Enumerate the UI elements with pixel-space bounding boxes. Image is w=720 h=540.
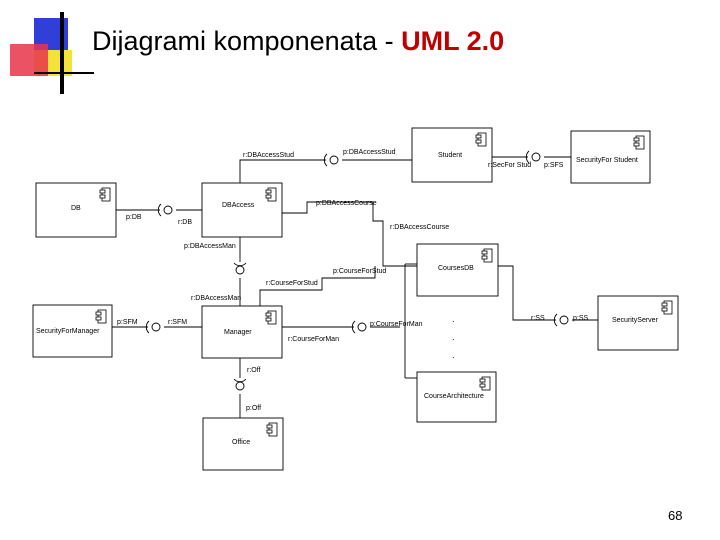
port-r-ss: r:SS	[531, 315, 545, 322]
title-accent: UML 2.0	[401, 26, 505, 56]
port-r-course-for-stud: r:CourseForStud	[266, 280, 318, 287]
interface-symbols	[145, 150, 569, 391]
deco-red-square	[10, 44, 48, 76]
ellipsis-dot-1: .	[452, 314, 455, 324]
component-manager-label: Manager	[224, 329, 252, 336]
component-office-label: Office	[232, 439, 250, 446]
port-p-db-access-course: p:DBAccessCourse	[316, 200, 377, 207]
component-db-access-label: DBAccess	[222, 202, 255, 209]
port-p-sfm: p:SFM	[117, 319, 138, 326]
port-r-db-access-man: r:DBAccessMan	[191, 295, 241, 302]
port-p-course-for-stud: p:CourseForStud	[333, 268, 386, 275]
component-db-label: DB	[71, 205, 81, 212]
component-course-architecture: CourseArchitecture	[416, 371, 497, 423]
component-security-for-student: SecurityFor Student	[570, 130, 651, 184]
component-courses-label: CoursesDB	[438, 265, 474, 272]
slide-title: Dijagrami komponenata - UML 2.0	[92, 26, 504, 57]
port-p-db-for-stud: p:DBAccessStud	[343, 149, 396, 156]
port-r-sfm: r:SFM	[168, 319, 187, 326]
ellipsis-dot-2: .	[452, 332, 455, 342]
deco-vertical-rule	[60, 12, 64, 94]
component-course-architecture-label: CourseArchitecture	[424, 393, 484, 400]
deco-horizontal-rule	[34, 72, 94, 74]
component-security-for-student-label: SecurityFor Student	[576, 157, 638, 164]
component-security-server: SecurityServer	[597, 295, 679, 351]
port-p-db-access-man: p:DBAccessMan	[184, 243, 236, 250]
port-p-sfs: p:SFS	[544, 162, 564, 169]
component-manager: Manager	[201, 305, 283, 359]
ellipsis-dots: . . .	[452, 314, 455, 360]
component-db-access: DBAccess	[201, 182, 283, 238]
component-office: Office	[202, 417, 284, 471]
title-main: Dijagrami komponenata -	[92, 26, 402, 56]
component-security-for-manager-label: SecurityForManager	[36, 328, 100, 335]
port-labels: r:DBAccessStud p:DBAccessStud r:SecFor S…	[117, 149, 589, 412]
page-number: 68	[668, 508, 683, 523]
port-r-sec-for-stud: r:SecFor Stud	[488, 162, 531, 169]
component-student-label: Student	[438, 152, 462, 159]
port-rdb-access-stud: r:DBAccessStud	[243, 152, 294, 159]
ellipsis-dot-3: .	[452, 350, 455, 360]
port-r-db: r:DB	[178, 219, 192, 226]
port-r-off: r:Off	[247, 367, 261, 374]
component-security-server-label: SecurityServer	[612, 317, 659, 324]
port-p-off: p:Off	[246, 405, 261, 412]
component-student: Student	[411, 127, 493, 183]
port-p-ss: p:SS	[573, 315, 589, 322]
connectors	[112, 156, 598, 418]
component-security-for-manager: SecurityForManager	[32, 304, 113, 358]
component-db: DB	[35, 182, 117, 238]
port-p-db: p:DB	[126, 214, 142, 221]
port-r-course-for-man: r:CourseForMan	[288, 336, 339, 343]
component-courses: CoursesDB	[416, 243, 499, 297]
port-r-db-access-course: r:DBAccessCourse	[390, 224, 449, 231]
port-p-course-for-man: p:CourseForMan	[370, 321, 423, 328]
